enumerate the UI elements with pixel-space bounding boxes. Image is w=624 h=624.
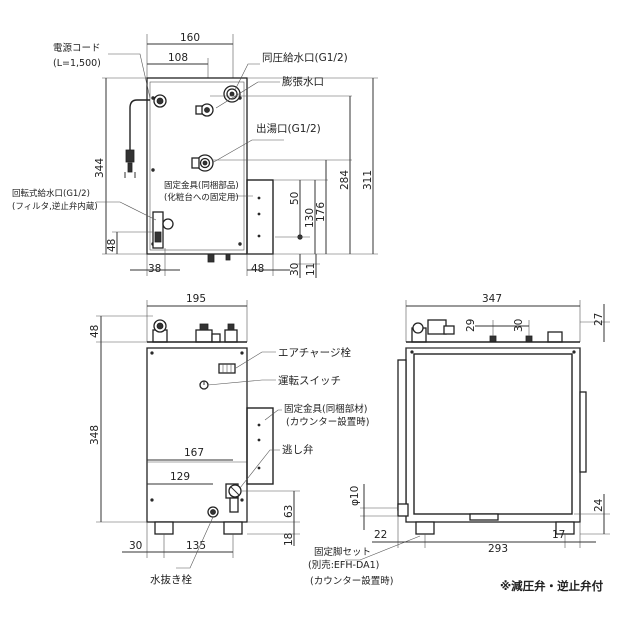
dim-label-29: 29: [465, 319, 477, 332]
dim-label-11: 11: [305, 263, 317, 276]
footnote: ※減圧弁・逆止弁付: [500, 579, 604, 593]
dim-label-48-front: 48: [89, 325, 101, 338]
dim-label-27: 27: [593, 313, 605, 326]
dim-label-30-side: 30: [513, 319, 525, 332]
bracket-front-view: [246, 407, 274, 485]
dim-label-130: 130: [304, 208, 316, 228]
dim-label-phi10: φ10: [349, 486, 361, 506]
label-bracket-line1: 固定金具(同梱部品): [164, 180, 239, 191]
label-foot-set-model: (別売:EFH-DA1): [308, 559, 379, 571]
dim-label-63: 63: [283, 505, 295, 518]
dim-label-344: 344: [94, 158, 106, 178]
expansion-outlet-icon: [195, 103, 214, 117]
drain-plug-icon: [207, 506, 219, 518]
label-power-cord-length: (L=1,500): [53, 58, 101, 69]
label-same-pressure-inlet: 同圧給水口(G1/2): [262, 51, 348, 64]
dim-label-30-front: 30: [129, 540, 142, 552]
label-expansion-outlet: 膨張水口: [282, 75, 324, 88]
dim-label-30-right: 30: [289, 263, 301, 276]
dim-label-135: 135: [186, 540, 206, 552]
dim-label-176: 176: [315, 202, 327, 222]
dim-label-17: 17: [552, 529, 565, 541]
dim-label-108: 108: [168, 52, 188, 64]
same-pressure-inlet-icon: [223, 85, 241, 103]
label-drain-plug: 水抜き栓: [150, 573, 192, 586]
dim-label-18: 18: [283, 533, 295, 546]
run-switch-icon: [199, 380, 209, 390]
dim-label-284: 284: [339, 170, 351, 190]
dim-label-38: 38: [148, 263, 161, 275]
label-bracket-front-line2: (カウンター設置時): [286, 416, 369, 428]
dim-label-24: 24: [593, 498, 605, 512]
rotary-inlet-icon: [152, 211, 174, 249]
dim-label-348: 348: [89, 425, 101, 445]
heater-body-side-view: [405, 347, 581, 523]
label-air-charge: エアチャージ栓: [278, 346, 351, 359]
label-power-cord: 電源コード: [53, 43, 101, 54]
label-rotary-inlet: 回転式給水口(G1/2): [12, 188, 90, 199]
side-view: 347 29 30 27: [349, 293, 610, 555]
dim-label-293: 293: [488, 543, 508, 555]
label-relief-valve: 逃し弁: [282, 443, 314, 456]
dim-label-160: 160: [180, 32, 200, 44]
dim-label-311: 311: [362, 170, 374, 190]
bracket-top-view: [246, 179, 274, 255]
label-hot-outlet: 出湯口(G1/2): [256, 122, 321, 135]
label-bracket-front-line1: 固定金具(同梱部材): [284, 403, 367, 415]
power-cord-icon: [129, 99, 150, 150]
dim-label-167: 167: [184, 447, 204, 459]
label-rotary-inlet-note: (フィルタ,逆止弁内蔵): [12, 201, 98, 212]
dim-label-22: 22: [374, 529, 387, 541]
label-bracket-line2: (化粧台への固定用): [164, 192, 239, 203]
dim-label-48-right: 48: [251, 263, 264, 275]
dim-label-347: 347: [482, 293, 502, 305]
relief-valve-icon: [225, 483, 242, 513]
hot-outlet-icon: [191, 154, 214, 172]
dim-label-50: 50: [289, 192, 301, 205]
label-run-switch: 運転スイッチ: [278, 375, 341, 387]
dim-label-129: 129: [170, 471, 190, 483]
dim-label-48-left: 48: [106, 239, 118, 252]
label-foot-set-note: (カウンター設置時): [310, 575, 393, 587]
label-foot-set: 固定脚セット: [314, 546, 371, 558]
front-view: 195: [89, 293, 421, 587]
top-view: 160 108: [12, 32, 378, 278]
dim-label-195: 195: [186, 293, 206, 305]
